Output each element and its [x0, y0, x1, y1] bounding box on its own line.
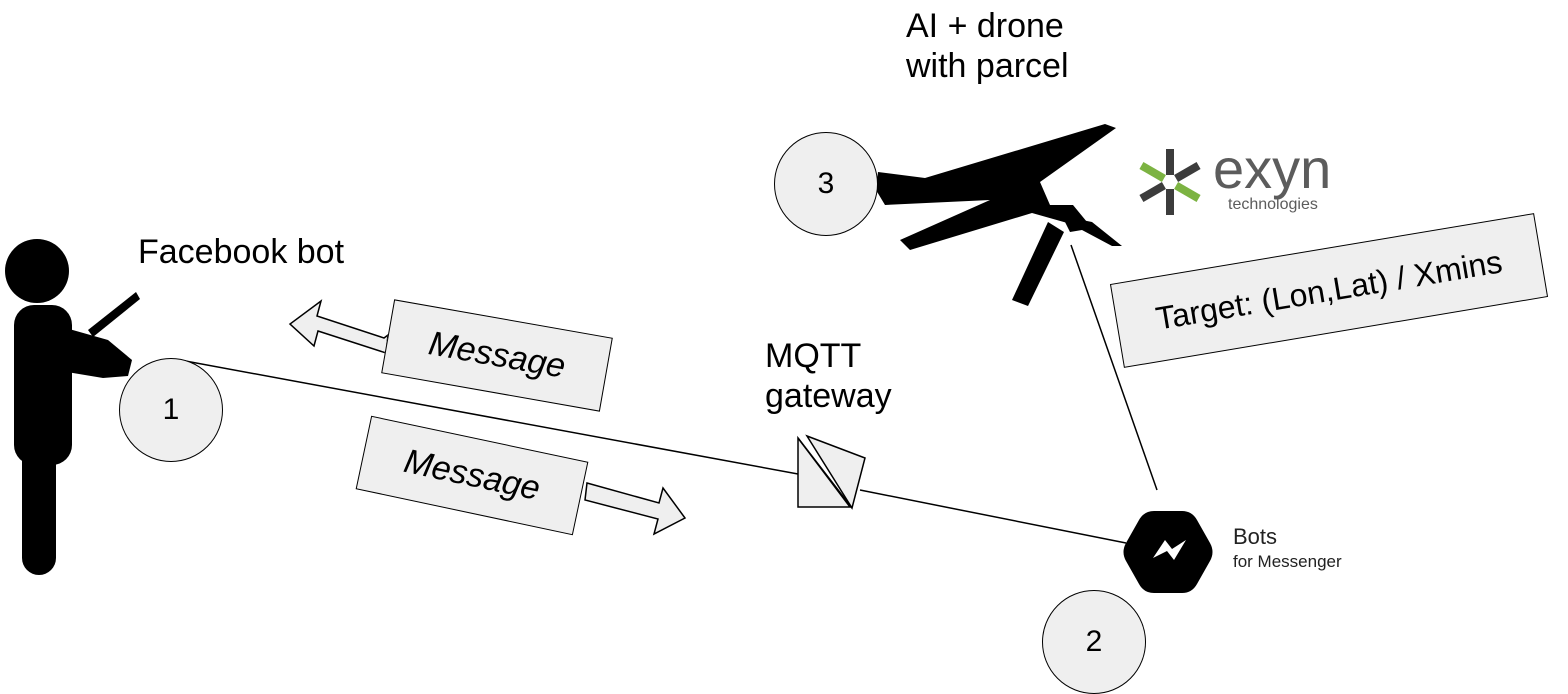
- mqtt-gateway-label: MQTT gateway: [765, 337, 892, 415]
- step-2-circle: 2: [1042, 590, 1146, 694]
- gateway-prism-icon: [797, 434, 866, 510]
- diagram-canvas: [5, 124, 1213, 593]
- exyn-tagline: technologies: [1228, 196, 1318, 213]
- step-3-circle: 3: [774, 132, 878, 236]
- drone-label: AI + drone with parcel: [906, 7, 1069, 85]
- facebook-bot-label: Facebook bot: [138, 233, 345, 271]
- drone-icon: [876, 124, 1122, 306]
- person-icon: [5, 239, 140, 575]
- incoming-message-text: Message: [400, 442, 544, 508]
- arrow-left-icon: [288, 299, 389, 354]
- link-user-to-gateway: [179, 359, 799, 475]
- arrow-right-icon: [584, 482, 687, 536]
- bots-subtitle: for Messenger: [1233, 552, 1342, 571]
- step-1-circle: 1: [119, 358, 223, 462]
- link-gateway-to-bots: [859, 489, 1127, 544]
- bots-title: Bots: [1233, 524, 1278, 549]
- exyn-wordmark: exyn: [1213, 137, 1332, 200]
- link-drone-to-bots: [1070, 244, 1158, 491]
- outgoing-message-text: Message: [425, 324, 569, 386]
- messenger-bolt-icon: [1123, 511, 1213, 593]
- exyn-logo-icon: [1139, 149, 1201, 215]
